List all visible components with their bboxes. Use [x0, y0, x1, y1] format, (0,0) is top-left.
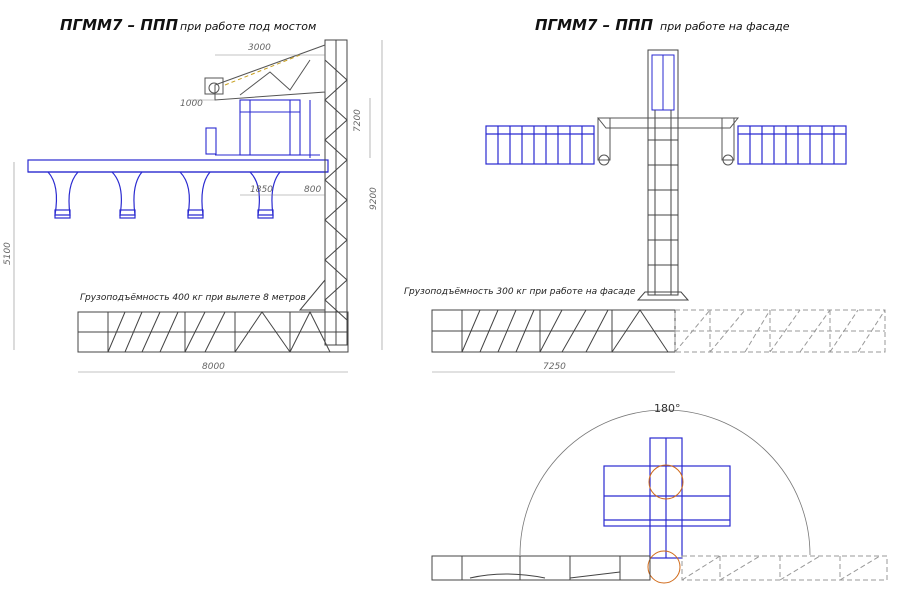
- dim-platform-right: 800: [304, 185, 321, 195]
- dim-hook-offset: 1000: [180, 99, 203, 109]
- dim-total-height: 9200: [369, 187, 379, 210]
- right-mast: [636, 49, 690, 301]
- slewing-ring: [648, 464, 684, 500]
- base-pivot: [647, 550, 681, 584]
- right-title-sub: при работе на фасаде: [660, 20, 790, 33]
- left-dimensions: [13, 40, 383, 373]
- right-railing-left: [485, 125, 595, 165]
- rotation-arc: [519, 409, 811, 556]
- left-platform: [205, 99, 320, 158]
- right-view: ПГММ7 – ППП при работе на фасаде: [404, 16, 886, 373]
- bridge-deck: [27, 159, 329, 219]
- plan-base-truss: [431, 555, 651, 581]
- rotation-angle-label: 180°: [654, 402, 681, 415]
- plan-base-extension: [681, 555, 888, 581]
- left-capacity-note: Грузоподъёмность 400 кг при вылете 8 мет…: [80, 293, 306, 303]
- dim-platform-left: 1850: [250, 185, 273, 195]
- left-mast: [298, 39, 348, 346]
- left-view: ПГММ7 – ППП при работе под мостом: [3, 16, 383, 373]
- dim-upper-height: 7200: [353, 109, 363, 132]
- right-railing-right: [737, 125, 847, 165]
- dim-right-base-length: 7250: [543, 362, 566, 372]
- dim-bridge-height: 5100: [3, 242, 13, 265]
- left-boom: [204, 44, 326, 101]
- dim-boom-reach: 3000: [248, 43, 271, 53]
- right-crossbeam: [596, 117, 740, 166]
- left-title-sub: при работе под мостом: [180, 20, 316, 33]
- right-base-truss: [431, 309, 676, 353]
- right-title-main: ПГММ7 – ППП: [535, 16, 653, 34]
- plan-platform: [603, 437, 731, 559]
- left-title-main: ПГММ7 – ППП: [60, 16, 178, 34]
- dim-left-base-length: 8000: [202, 362, 225, 372]
- plan-view: 180°: [431, 402, 888, 584]
- left-base-truss: [77, 310, 349, 353]
- right-capacity-note: Грузоподъёмность 300 кг при работе на фа…: [404, 287, 636, 297]
- right-base-extension: [674, 309, 886, 353]
